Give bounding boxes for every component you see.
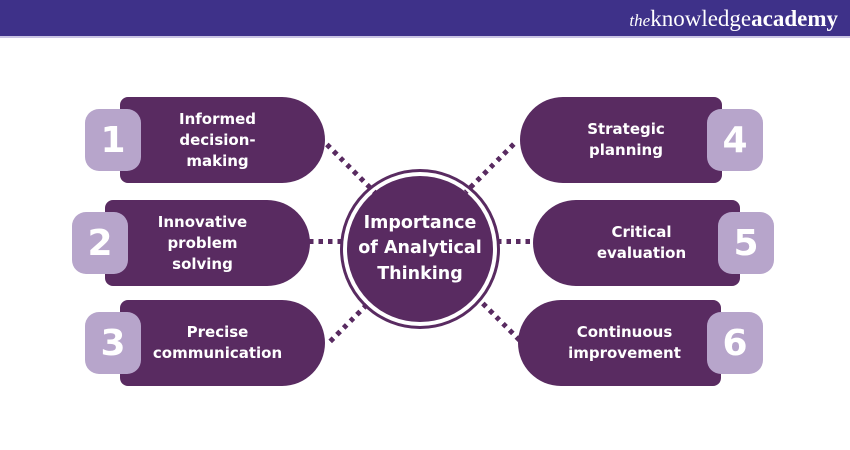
item-pill-2: Innovative problem solving (105, 200, 310, 286)
header-bar: theknowledgeacademy (0, 0, 850, 38)
item-number-badge-2: 2 (72, 212, 128, 274)
center-circle-ring (340, 169, 500, 329)
item-pill-1: Informed decision-making (120, 97, 325, 183)
item-label-2: Innovative problem solving (157, 212, 248, 273)
item-label-4: Strategic planning (587, 120, 665, 159)
item-number-badge-3: 3 (85, 312, 141, 374)
brand-logo: theknowledgeacademy (629, 7, 838, 30)
item-number-badge-4: 4 (707, 109, 763, 171)
brand-logo-knowledge: knowledge (650, 5, 752, 31)
item-label-5: Critical evaluation (596, 223, 687, 262)
connector-middle-left (309, 239, 343, 244)
item-pill-6: Continuous improvement (518, 300, 721, 386)
center-circle: Importance of Analytical Thinking (347, 176, 493, 322)
item-pill-4: Strategic planning (520, 97, 722, 183)
item-label-3: Precise communication (152, 323, 283, 362)
connector-bottom-right (481, 301, 524, 344)
center-title: Importance of Analytical Thinking (358, 212, 482, 284)
item-number-badge-5: 5 (718, 212, 774, 274)
item-number-badge-1: 1 (85, 109, 141, 171)
item-number-badge-6: 6 (707, 312, 763, 374)
brand-logo-the: the (629, 10, 651, 30)
item-label-6: Continuous improvement (568, 323, 681, 362)
item-pill-5: Critical evaluation (533, 200, 740, 286)
item-pill-3: Precise communication (120, 300, 325, 386)
connector-top-right (464, 142, 516, 194)
brand-logo-academy: academy (751, 5, 838, 31)
connector-middle-right (497, 239, 533, 244)
item-label-1: Informed decision-making (178, 109, 257, 170)
